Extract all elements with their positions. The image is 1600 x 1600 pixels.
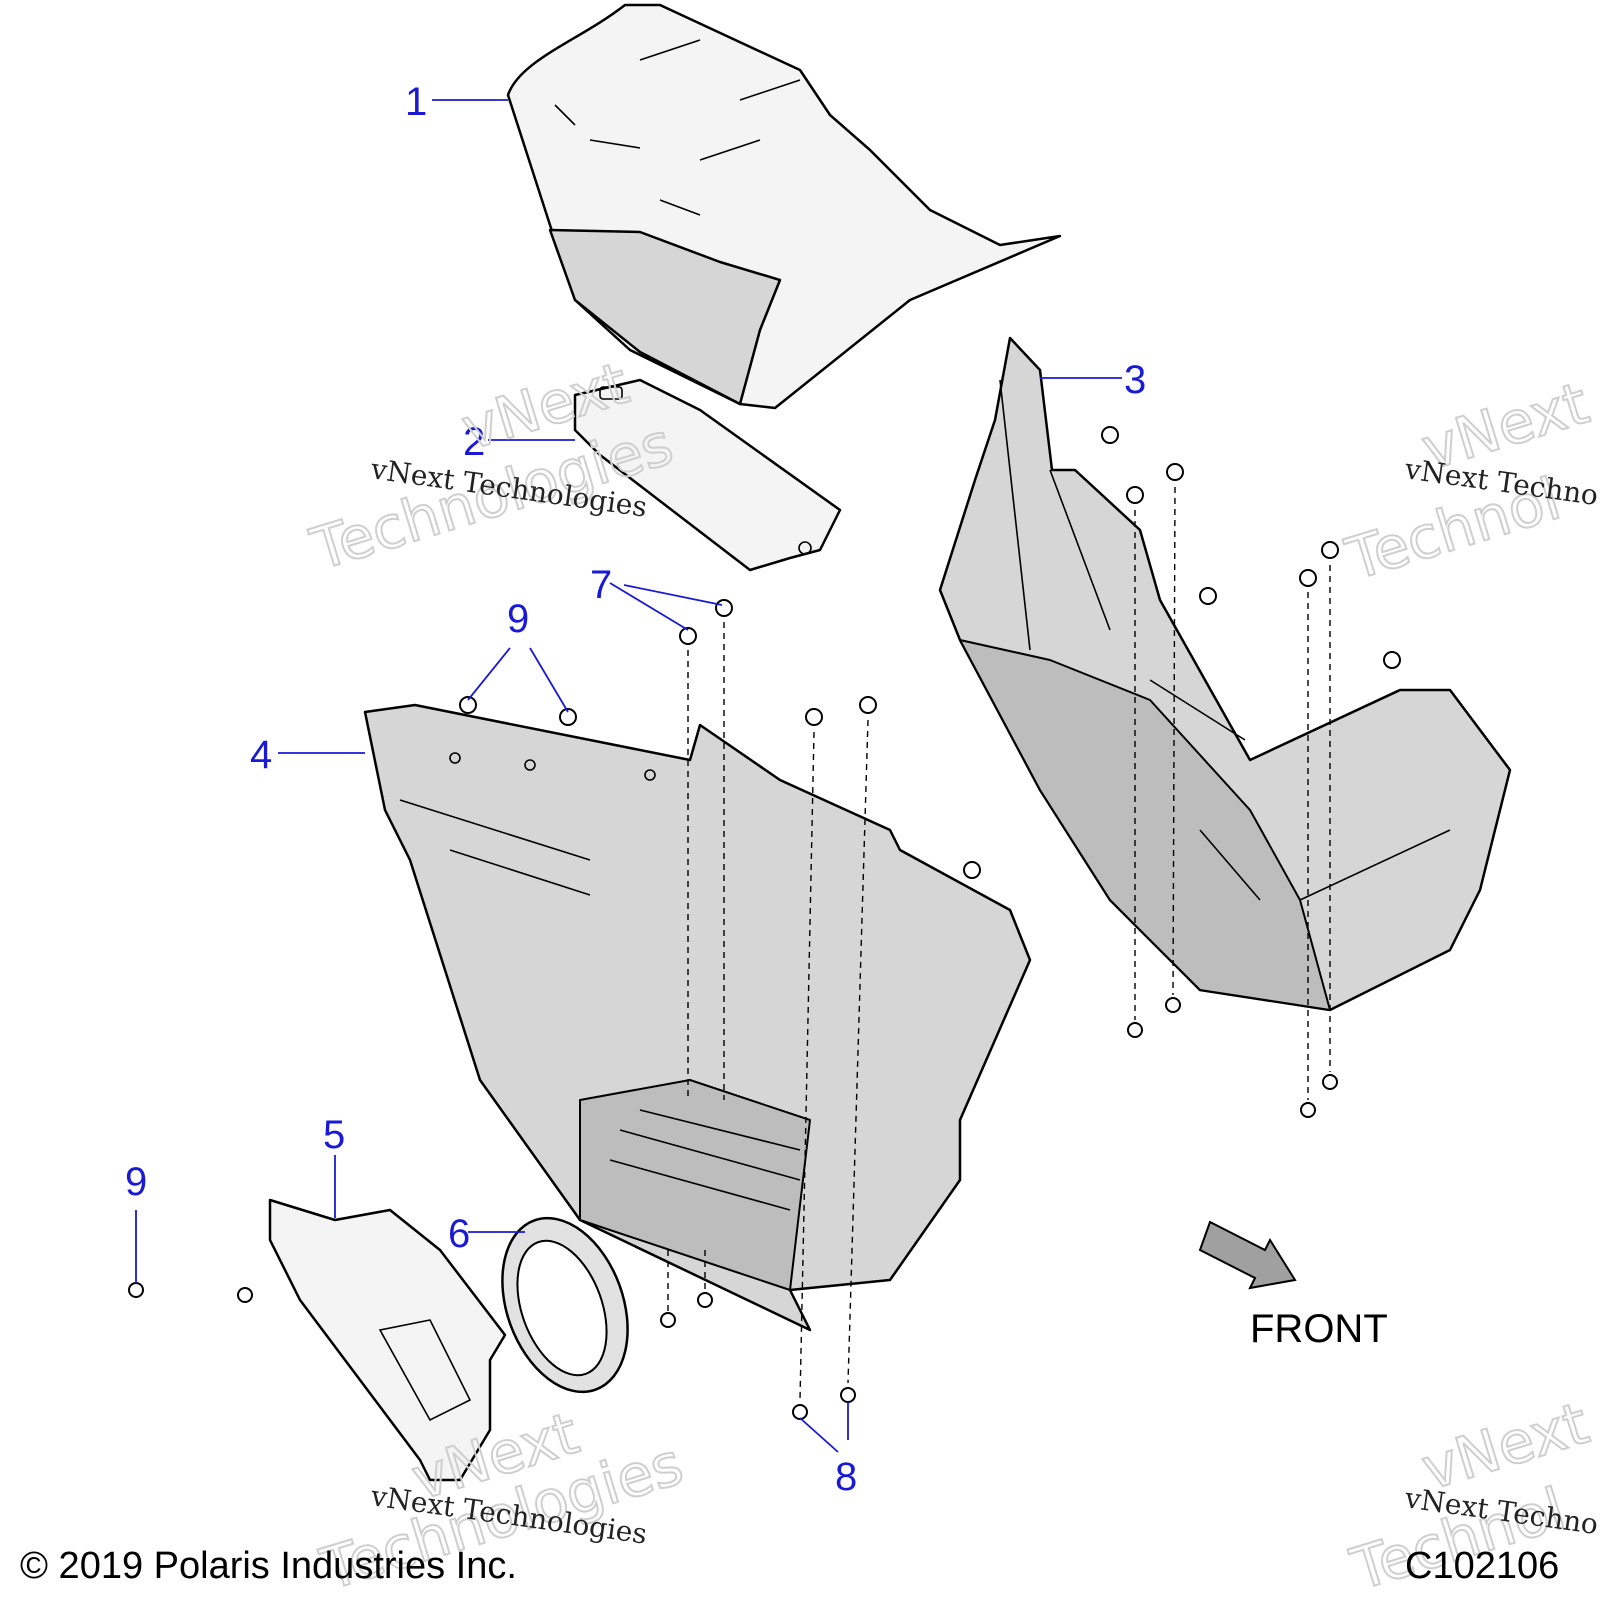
front-label: FRONT <box>1250 1307 1388 1351</box>
callout-1: 1 <box>405 80 427 124</box>
front-direction-arrow-icon <box>1198 1220 1297 1290</box>
part-left-footwell <box>363 703 1032 1332</box>
drawing-number: C102106 <box>1405 1545 1560 1587</box>
fasteners <box>128 426 1401 1420</box>
callout-2: 2 <box>463 420 485 464</box>
callout-6: 6 <box>448 1212 470 1256</box>
callout-8: 8 <box>835 1455 857 1499</box>
callout-4: 4 <box>250 733 272 777</box>
callout-9-left: 9 <box>125 1160 147 1204</box>
callout-7: 7 <box>590 563 612 607</box>
part-guard <box>268 1198 507 1482</box>
callout-leaders <box>135 99 1122 1453</box>
callout-9-top: 9 <box>507 597 529 641</box>
part-seat <box>506 3 1062 410</box>
callout-numbers: 1 2 3 4 5 6 7 8 9 9 <box>125 80 1146 1499</box>
part-clamp-ring <box>501 1216 629 1394</box>
callout-5: 5 <box>323 1113 345 1157</box>
part-right-footwell <box>938 336 1512 1012</box>
callout-3: 3 <box>1124 358 1146 402</box>
copyright-notice: © 2019 Polaris Industries Inc. <box>20 1545 517 1587</box>
part-plate <box>573 378 842 572</box>
